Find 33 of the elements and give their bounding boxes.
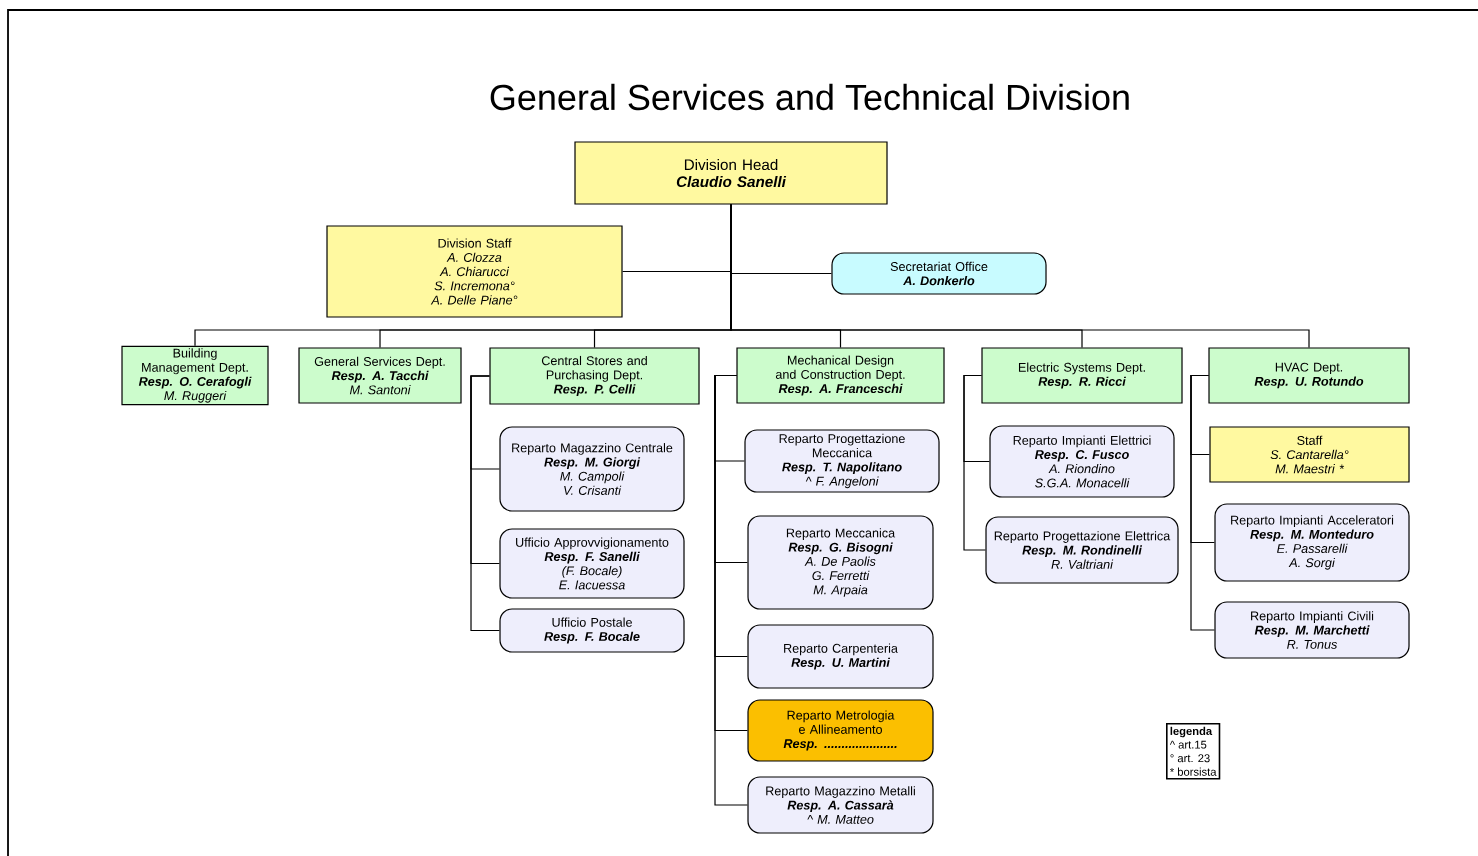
label: ^ art.15: [1169, 740, 1207, 749]
office-box: Secretariat Office A. Donkerlo: [831, 252, 1047, 295]
unit-box: Ufficio Approvvigionamento Resp. F. Sanelli (F. Bocale) E. Iacuessa: [499, 528, 685, 599]
connector-line: [714, 374, 748, 806]
connector-line: [1190, 374, 1215, 631]
unit-box: Reparto Meccanica Resp. G. Bisogni A. De Paolis G. Ferretti M. Arpaia: [747, 515, 934, 610]
department-box: Central Stores and Purchasing Dept. Resp. P. Celli: [489, 347, 700, 405]
unit-box: Reparto Metrologia e Allineamento Resp. .....................: [747, 699, 934, 762]
label: legenda: [1170, 726, 1213, 738]
staff-box: Staff S. Cantarella° M. Maestri *: [1209, 426, 1410, 483]
title: General Services and Technical Division: [490, 83, 1129, 111]
unit-box: Reparto Impianti Civili Resp. M. Marchetti R. Tonus: [1214, 601, 1410, 659]
department-box: HVAC Dept. Resp. U. Rotundo: [1208, 347, 1410, 404]
unit-box: Ufficio Postale Resp. F. Bocale: [499, 608, 685, 653]
unit-box: Reparto Carpenteria Resp. U. Martini: [747, 624, 934, 689]
label: ° art. 23: [1170, 754, 1210, 763]
department-box: Electric Systems Dept. Resp. R. Ricci: [981, 347, 1183, 404]
head-box: Division Head Claudio Sanelli: [574, 141, 888, 205]
department-box: Mechanical Design and Construction Dept. Resp. A. Franceschi: [736, 347, 945, 404]
legend-box: legenda ^ art.15 ° art. 23 * borsista: [1166, 723, 1221, 780]
unit-box: Reparto Progettazione Elettrica Resp. M. Rondinelli R. Valtriani: [985, 516, 1179, 584]
unit-box: Reparto Magazzino Centrale Resp. M. Giorgi M. Campoli V. Crisanti: [499, 426, 685, 512]
unit-box: Reparto Magazzino Metalli Resp. A. Cassarà ^ M. Matteo: [747, 776, 934, 834]
label: * borsista: [1169, 767, 1217, 776]
unit-box: Reparto Progettazione Meccanica Resp. T. Napolitano ^ F. Angeloni: [744, 429, 940, 493]
department-box: Building Management Dept. Resp. O. Cerafogli M. Ruggeri: [121, 345, 269, 406]
unit-box: Reparto Impianti Elettrici Resp. C. Fusco A. Riondino S.G.A. Monacelli: [989, 425, 1175, 498]
unit-box: Reparto Impianti Acceleratori Resp. M. Monteduro E. Passarelli A. Sorgi: [1214, 503, 1410, 582]
department-box: General Services Dept. Resp. A. Tacchi M. Santoni: [298, 347, 462, 404]
staff-box: Division Staff A. Clozza A. Chiarucci S. Incremona° A. Delle Piane°: [326, 225, 623, 318]
connector-line: [963, 374, 986, 551]
connector-line: [470, 375, 500, 632]
connector-line: [730, 204, 1310, 348]
